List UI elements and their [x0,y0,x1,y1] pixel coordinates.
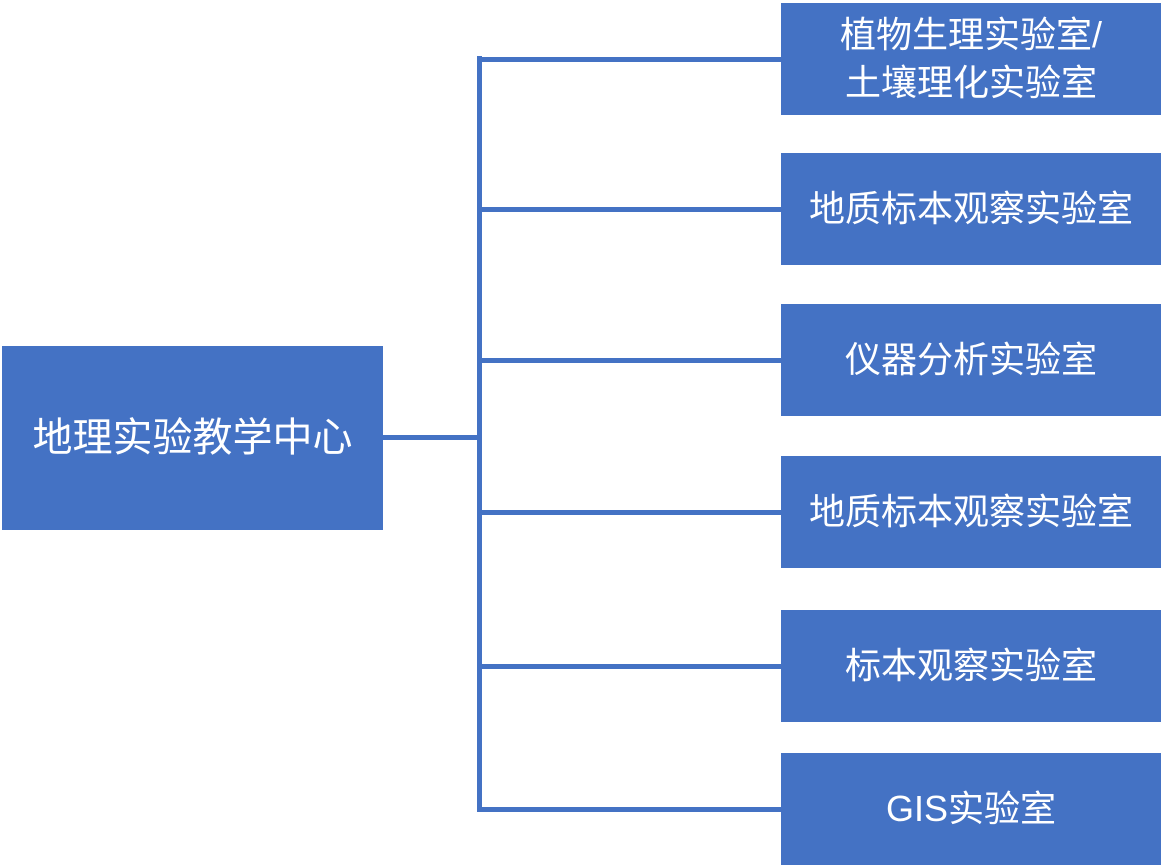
connector-branch-2 [480,207,781,212]
connector-trunk [477,56,482,812]
node-child-5: 标本观察实验室 [781,610,1161,722]
node-child-6: GIS实验室 [781,753,1161,865]
connector-branch-6 [480,807,781,812]
connector-branch-3 [480,358,781,363]
node-child-2: 地质标本观察实验室 [781,153,1161,265]
node-root: 地理实验教学中心 [2,346,383,530]
connector-root-stub [383,435,480,440]
connector-branch-1 [480,57,781,62]
node-child-1: 植物生理实验室/ 土壤理化实验室 [781,3,1161,115]
node-child-3: 仪器分析实验室 [781,304,1161,416]
connector-branch-5 [480,664,781,669]
connector-branch-4 [480,510,781,515]
node-child-4: 地质标本观察实验室 [781,456,1161,568]
